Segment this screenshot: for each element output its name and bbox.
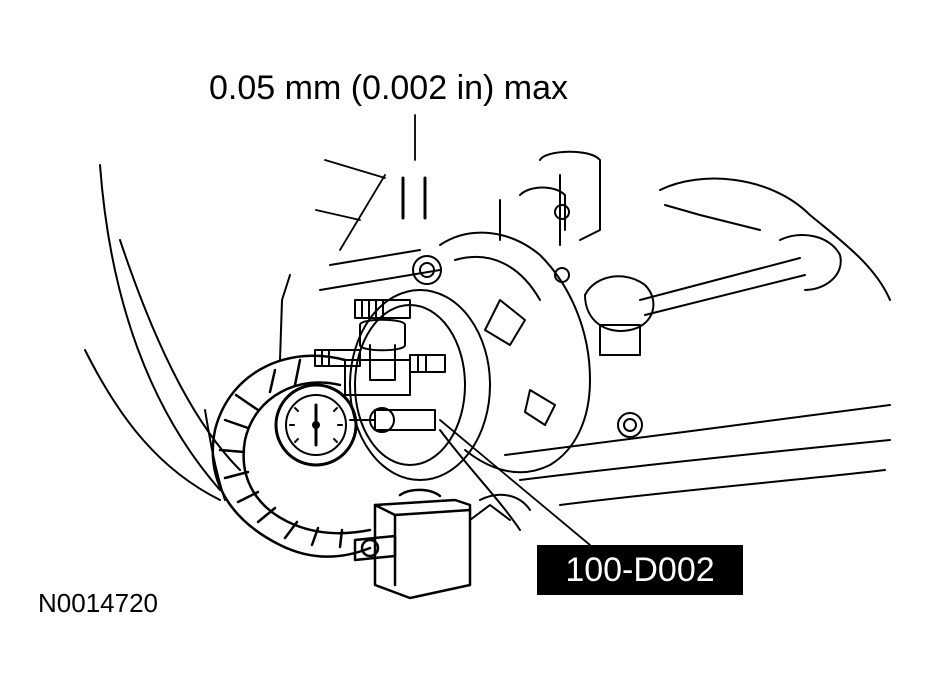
strut-upper — [499, 150, 601, 283]
magnetic-base-icon — [353, 488, 472, 600]
wheel-studs-icon — [314, 299, 446, 373]
tool-number-badge: 100-D002 — [537, 545, 743, 595]
figure-id-label: N0014720 — [38, 588, 158, 618]
runout-spec-label: 0.05 mm (0.002 in) max — [209, 69, 569, 107]
lower-arm-lines — [439, 404, 891, 531]
body-panel-lines — [84, 164, 291, 501]
flexible-arm-icon — [211, 354, 372, 558]
steering-knuckle-icon — [439, 231, 643, 521]
dial-indicator-icon — [274, 318, 436, 467]
callout-leaders — [315, 114, 591, 546]
tie-rod-assembly — [584, 177, 891, 356]
